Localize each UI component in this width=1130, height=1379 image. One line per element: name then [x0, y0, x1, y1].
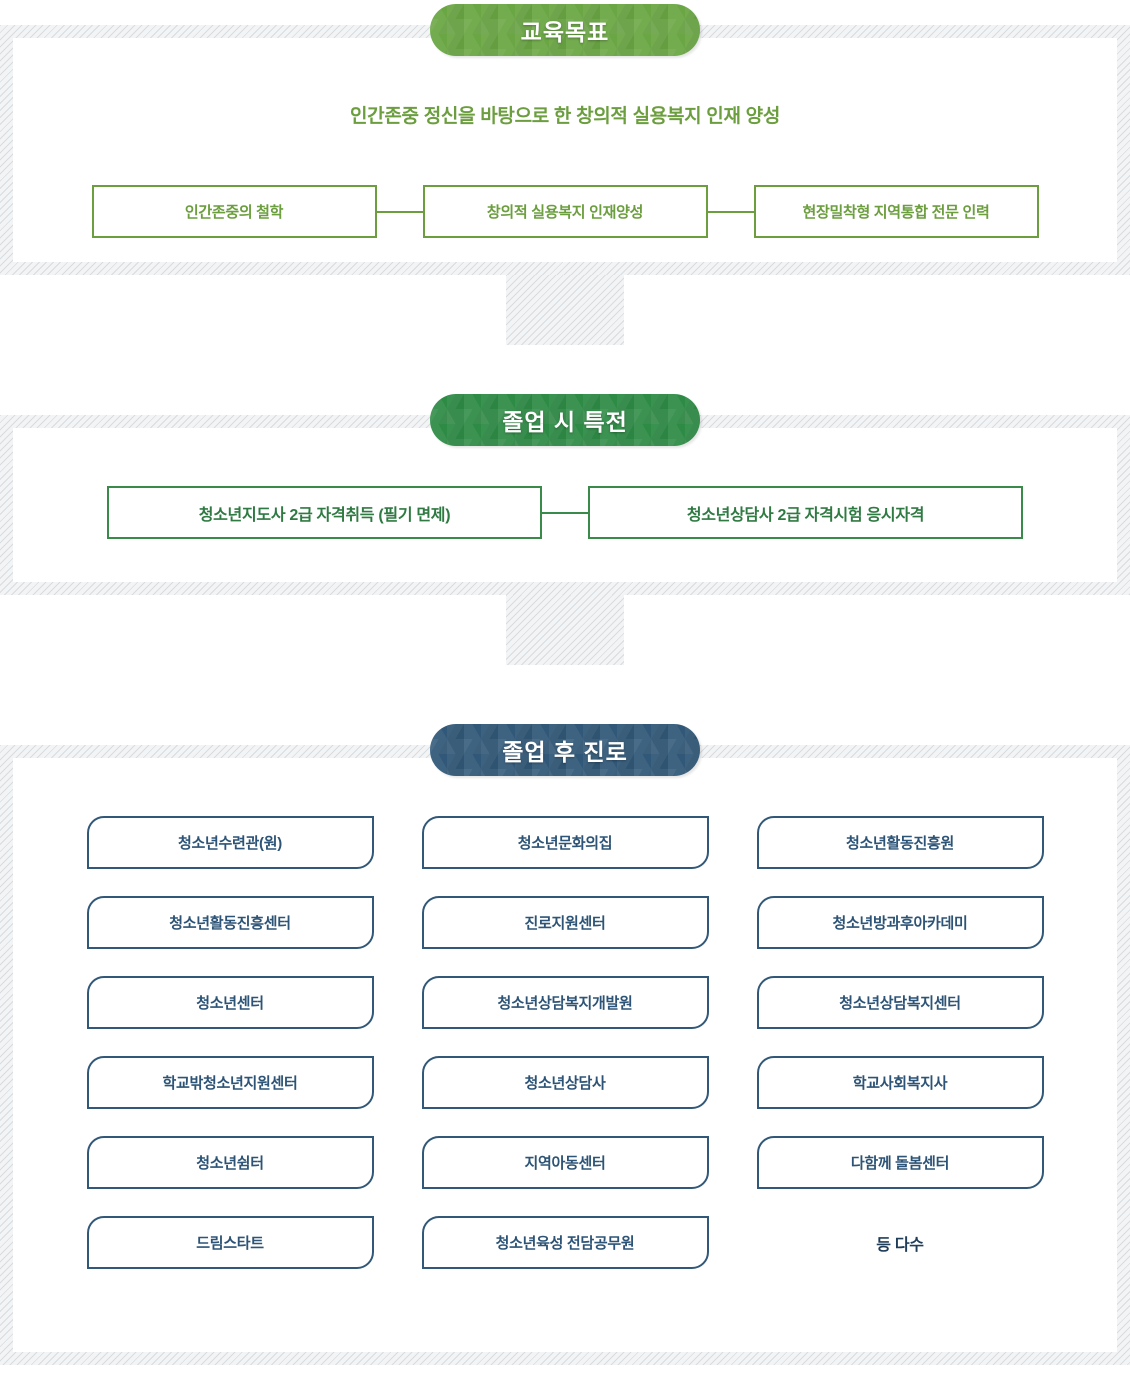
career-box: 청소년육성 전담공무원 [421, 1216, 709, 1269]
education-goal-box-row: 인간존중의 철학 창의적 실용복지 인재양성 현장밀착형 지역통합 전문 인력 [13, 185, 1117, 238]
career-box: 청소년상담복지개발원 [421, 976, 709, 1029]
connector-line [376, 210, 423, 213]
career-box: 청소년쉼터 [86, 1136, 374, 1189]
badge-label: 교육목표 [520, 19, 610, 45]
section-badge-education-goal: 교육목표 [430, 4, 700, 56]
education-goal-box-2: 창의적 실용복지 인재양성 [422, 185, 708, 238]
career-box: 학교사회복지사 [756, 1056, 1044, 1109]
badge-pattern-triangles [430, 4, 700, 56]
career-box: 청소년수련관(원) [86, 816, 374, 869]
badge-pattern-triangles-alt [430, 724, 700, 776]
career-box: 청소년센터 [86, 976, 374, 1029]
career-more-label: 등 다수 [876, 1236, 924, 1254]
graduation-benefit-box-1: 청소년지도사 2급 자격취득 (필기 면제) [107, 486, 542, 539]
career-box: 학교밖청소년지원센터 [86, 1056, 374, 1109]
badge-label: 졸업 시 특전 [502, 409, 628, 435]
career-box: 지역아동센터 [421, 1136, 709, 1189]
career-box: 청소년문화의집 [421, 816, 709, 869]
career-box: 청소년상담사 [421, 1056, 709, 1109]
badge-pattern-triangles [430, 394, 700, 446]
badge-pattern-triangles [430, 724, 700, 776]
badge-pattern-triangles-alt [430, 394, 700, 446]
career-box: 청소년활동진흥원 [756, 816, 1044, 869]
connector-line [542, 511, 588, 514]
education-goal-box-3: 현장밀착형 지역통합 전문 인력 [753, 185, 1039, 238]
career-box: 청소년활동진흥센터 [86, 896, 374, 949]
education-goal-box-1: 인간존중의 철학 [91, 185, 377, 238]
career-box: 청소년방과후아카데미 [756, 896, 1044, 949]
section-education-goal: 인간존중 정신을 바탕으로 한 창의적 실용복지 인재 양성 인간존중의 철학 … [0, 25, 1130, 275]
career-box: 진로지원센터 [421, 896, 709, 949]
badge-pattern-triangles-alt [430, 4, 700, 56]
graduation-benefit-box-2: 청소년상담사 2급 자격시험 응시자격 [588, 486, 1023, 539]
connector-line [707, 210, 754, 213]
badge-label: 졸업 후 진로 [502, 739, 628, 765]
career-box: 드림스타트 [86, 1216, 374, 1269]
section-badge-career-paths: 졸업 후 진로 [430, 724, 700, 776]
section-connector-1 [506, 275, 624, 345]
graduation-benefits-box-row: 청소년지도사 2급 자격취득 (필기 면제) 청소년상담사 2급 자격시험 응시… [13, 486, 1117, 539]
section-education-goal-body: 인간존중 정신을 바탕으로 한 창의적 실용복지 인재 양성 인간존중의 철학 … [13, 38, 1117, 262]
education-goal-headline: 인간존중 정신을 바탕으로 한 창의적 실용복지 인재 양성 [350, 106, 780, 127]
career-box: 청소년상담복지센터 [756, 976, 1044, 1029]
section-connector-2 [506, 595, 624, 665]
section-badge-graduation-benefits: 졸업 시 특전 [430, 394, 700, 446]
career-box: 다함께 돌봄센터 [756, 1136, 1044, 1189]
section-graduation-benefits-body: 청소년지도사 2급 자격취득 (필기 면제) 청소년상담사 2급 자격시험 응시… [13, 428, 1117, 582]
